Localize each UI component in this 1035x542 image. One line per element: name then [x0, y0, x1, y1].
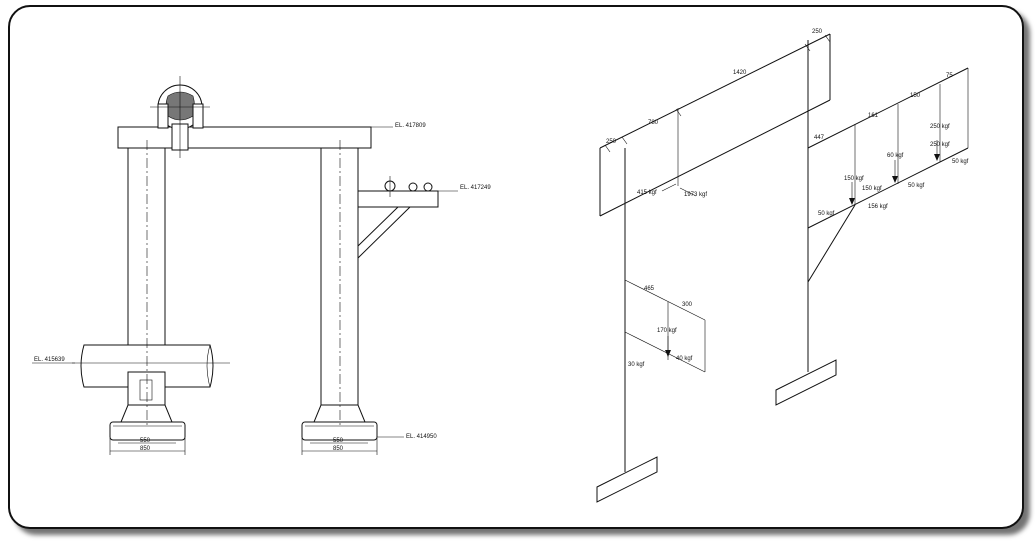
load-v60: 60 kgf — [887, 153, 904, 159]
dim-75: 75 — [946, 73, 953, 79]
dim-1420: 1420 — [733, 70, 747, 76]
elevation-view: EL. 417809 EL. 417249 EL. 415639 EL. 414… — [32, 76, 491, 455]
load-40: 40 kgf — [676, 356, 693, 362]
iso-right-base-plate — [775, 359, 837, 406]
load-v250: 250 kgf — [930, 124, 950, 130]
left-base-inner-dim: 550 — [140, 438, 151, 444]
arrow-v150-head — [849, 198, 855, 205]
left-base-gusset — [120, 404, 173, 423]
pipe-elevation-label: EL. 415639 — [34, 357, 65, 363]
dim-250-b: 250 — [812, 29, 823, 35]
arrow-415 — [661, 183, 677, 192]
right-column — [320, 147, 359, 424]
load-150: 150 kgf — [862, 186, 882, 192]
load-1973: 1973 kgf — [684, 192, 707, 198]
left-base-outer-dim: 850 — [140, 446, 151, 452]
bracket-brace-1 — [357, 206, 399, 247]
shoe-plate — [139, 379, 153, 401]
dim-250-a: 250 — [606, 139, 617, 145]
load-170: 170 kgf — [657, 328, 677, 334]
tick-3 — [675, 108, 682, 117]
pipe-shoe — [127, 371, 166, 407]
iso-beam-bottom-edge — [599, 99, 831, 217]
left-base-plate — [109, 421, 186, 441]
arrow-v250-head — [934, 154, 940, 161]
iso-bracket-brace — [807, 204, 856, 283]
tick-2 — [621, 136, 628, 145]
iso-beam-top-edge — [599, 33, 831, 149]
isometric-view: 250 780 1420 250 447 161 150 75 465 300 … — [596, 29, 969, 503]
arrow-170-head — [665, 350, 671, 357]
bracket-elevation-label: EL. 417249 — [460, 185, 491, 191]
dim-150-top: 150 — [910, 93, 921, 99]
load-156: 156 kgf — [868, 204, 888, 210]
bracket-brace-2 — [357, 206, 411, 259]
small-pipe-2 — [408, 182, 418, 192]
dim-300: 300 — [682, 302, 693, 308]
dim-447: 447 — [814, 135, 825, 141]
iso-bracket-bottom — [807, 147, 969, 229]
load-30: 30 kgf — [628, 362, 645, 368]
small-pipe-3 — [423, 182, 433, 192]
load-v150: 150 kgf — [844, 176, 864, 182]
guide-right — [192, 103, 204, 129]
right-base-plate — [301, 421, 378, 441]
top-beam — [117, 126, 372, 149]
guide-left — [157, 103, 169, 129]
base-elevation-label: EL. 414950 — [406, 434, 437, 440]
beam-elevation-label: EL. 417809 — [395, 123, 426, 129]
iso-branch-top — [624, 279, 706, 321]
load-50-left: 50 kgf — [818, 211, 835, 217]
right-base-inner-dim: 550 — [333, 438, 344, 444]
load-50-right: 50 kgf — [952, 159, 969, 165]
arrow-1973 — [679, 187, 697, 197]
iso-left-base-plate — [596, 456, 658, 503]
tick-4 — [804, 43, 811, 52]
arrow-v60-head — [892, 176, 898, 183]
iso-branch-bottom — [624, 331, 706, 373]
right-base-gusset — [313, 404, 366, 423]
dim-465: 465 — [644, 286, 655, 292]
tick-5 — [824, 34, 831, 43]
load-50-mid: 50 kgf — [908, 183, 925, 189]
dim-780: 780 — [648, 120, 659, 126]
bracket-arm — [357, 190, 439, 208]
load-415: 415 kgf — [637, 190, 657, 196]
pipe-end-line — [206, 344, 211, 388]
tick-1 — [604, 144, 611, 153]
load-250: 250 kgf — [930, 142, 950, 148]
dim-161: 161 — [868, 113, 879, 119]
right-base-outer-dim: 850 — [333, 446, 344, 452]
iso-bracket-top — [807, 67, 969, 149]
